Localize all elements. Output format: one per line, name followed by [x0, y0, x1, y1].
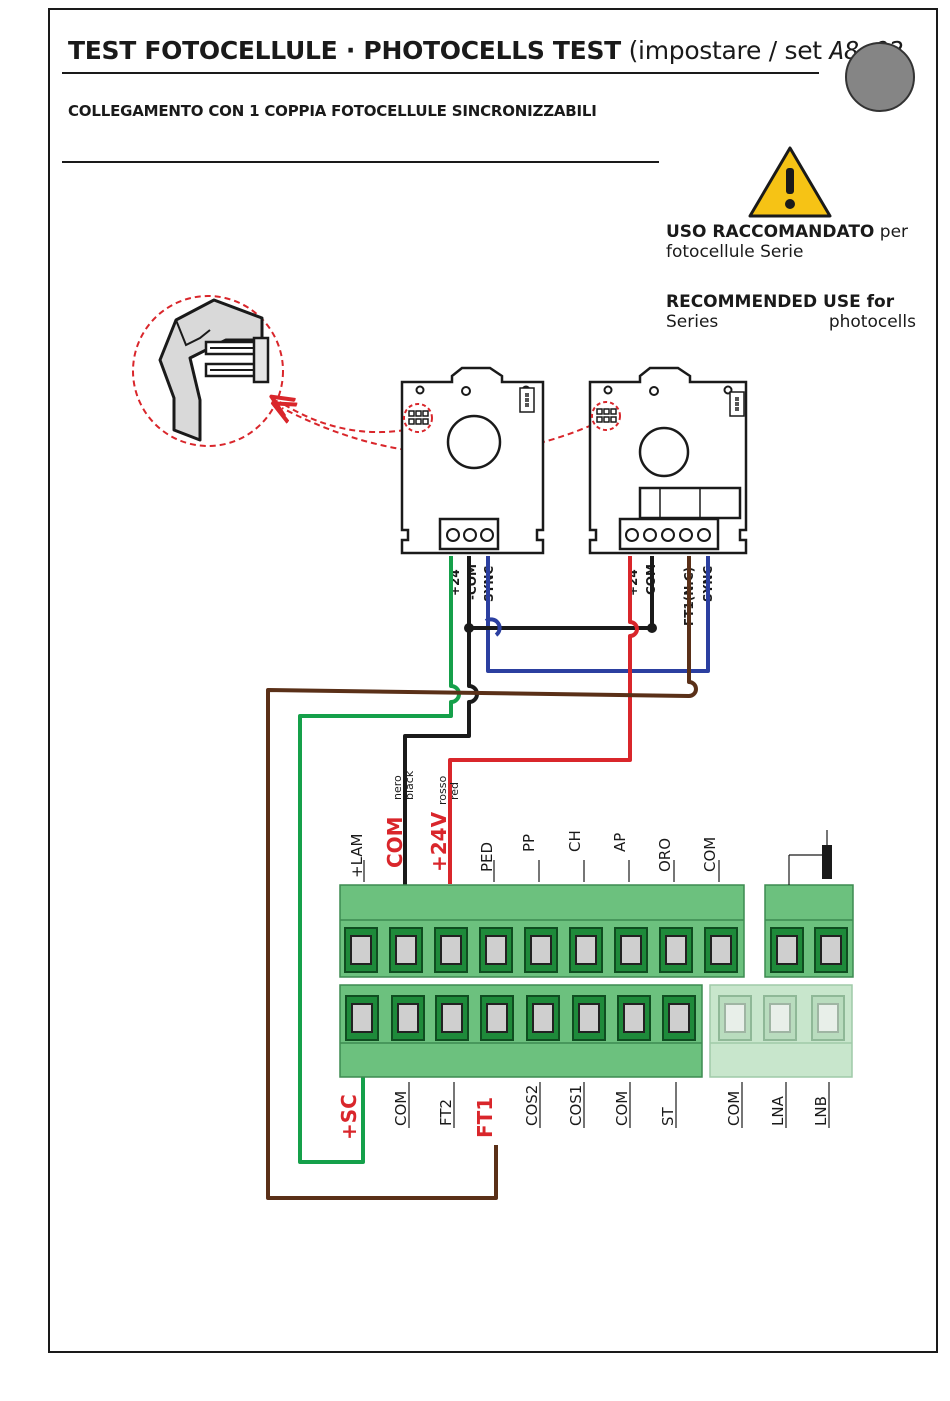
note-en-word2: photocells [828, 312, 916, 332]
terminal-screw [659, 927, 693, 973]
board-top-label: AP [611, 833, 629, 852]
terminal-screw [811, 995, 845, 1041]
wire-label-rosso: rosso [436, 776, 449, 805]
board-bottom-label: COM [392, 1091, 410, 1126]
title-rule [62, 72, 819, 74]
board-top-label: +24V [427, 811, 451, 872]
wire-black-board [403, 628, 479, 890]
note-en-word1: Series [666, 312, 719, 332]
note-english: RECOMMENDED USE for Series photocells [666, 292, 916, 332]
board-top-label: PED [478, 842, 496, 872]
terminal-screw [479, 927, 513, 973]
terminal-screw [391, 995, 425, 1041]
terminal-screw [617, 995, 651, 1041]
wire-black-com [467, 556, 654, 630]
terminal-screw [345, 995, 379, 1041]
board-top-label: CH [566, 830, 584, 852]
photocell-receiver-icon: +24 -COM SYNC [400, 366, 545, 602]
wire-label-nero: nero [391, 775, 404, 800]
terminal-screw [614, 927, 648, 973]
board-bottom-label: LNB [812, 1096, 830, 1126]
terminal-screw [480, 995, 514, 1041]
wire-label-black: black [403, 770, 416, 800]
wire-brown-ft1 [266, 556, 698, 1200]
terminal-screw [763, 995, 797, 1041]
terminal-screw [662, 995, 696, 1041]
board-top-label: COM [701, 837, 719, 872]
terminal-screw [526, 995, 560, 1041]
note-it-line2: fotocellule Serie [666, 242, 804, 262]
page-frame [48, 8, 938, 1353]
board-bottom-label: FT2 [437, 1099, 455, 1126]
board-top-label: PP [520, 834, 538, 852]
wire-label-red: red [448, 782, 461, 800]
board-top-label: COM [383, 816, 407, 868]
terminal-screw [814, 927, 848, 973]
note-it-bold: USO RACCOMANDATO [666, 222, 875, 242]
note-italian: USO RACCOMANDATO per fotocellule Serie [666, 222, 916, 262]
board-bottom-label: COM [725, 1091, 743, 1126]
board-bottom-label: LNA [769, 1095, 787, 1126]
terminal-screw [389, 927, 423, 973]
terminal-screw [524, 927, 558, 973]
warning-icon [748, 146, 832, 218]
terminal-screw [435, 995, 469, 1041]
board-bottom-label: COS2 [523, 1085, 541, 1126]
title-bold: TEST FOTOCELLULE · PHOTOCELLS TEST [68, 36, 621, 65]
board-bottom-label: COS1 [567, 1085, 585, 1126]
grey-indicator-circle [845, 42, 915, 112]
terminal-screw [434, 927, 468, 973]
board-bottom-label: FT1 [473, 1097, 497, 1138]
board-top-labels: +LAM COM +24V PED PP CH AP ORO COM [348, 811, 719, 878]
connector-jumper-icon [132, 295, 284, 447]
wire-red-24v [448, 556, 639, 884]
terminal-screw [718, 995, 752, 1041]
title-rest: (impostare / set [628, 36, 823, 65]
board-top-label: ORO [656, 838, 674, 872]
note-en-bold: RECOMMENDED USE for [666, 292, 895, 312]
subtitle-rule [62, 161, 659, 163]
board-top-label: +LAM [348, 834, 366, 878]
photocell-transmitter-icon: +24 -COM FT1(N.C) SYNC [588, 366, 748, 626]
wire-green-24 [298, 556, 461, 1164]
board-bottom-labels: +SC COM FT2 FT1 COS2 COS1 COM ST COM LNA… [337, 1085, 830, 1140]
terminal-screw [770, 927, 804, 973]
terminal-screw [704, 927, 738, 973]
board-bottom-label: COM [613, 1091, 631, 1126]
terminal-screw [344, 927, 378, 973]
subtitle: COLLEGAMENTO CON 1 COPPIA FOTOCELLULE SI… [68, 102, 597, 120]
terminal-screw [569, 927, 603, 973]
board-bottom-label: +SC [337, 1094, 361, 1140]
board-bottom-label: ST [659, 1106, 677, 1126]
wire-blue-sync [486, 556, 710, 673]
terminal-screw [572, 995, 606, 1041]
note-it-rest: per [879, 222, 909, 242]
